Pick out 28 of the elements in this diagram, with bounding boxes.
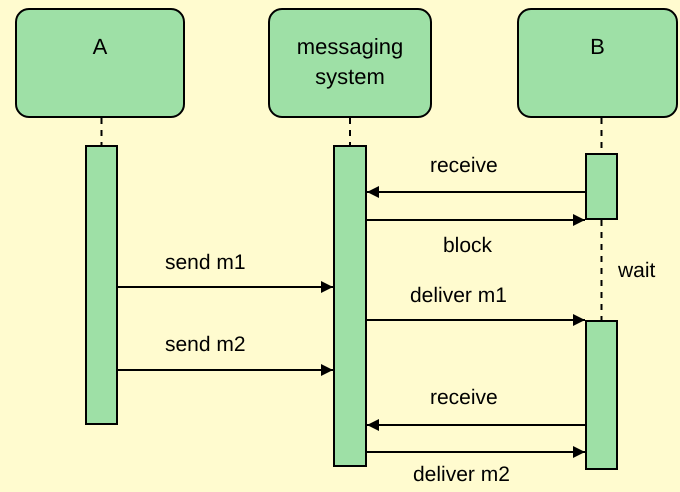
activation-bar [585, 320, 618, 470]
message-arrow [367, 314, 585, 326]
edge-label: receive [430, 385, 498, 411]
edge-label: deliver m2 [413, 462, 510, 488]
lifeline-head [268, 8, 432, 118]
edge-label: deliver m1 [410, 283, 507, 309]
participant-name: messaging system [296, 33, 404, 91]
edge-label: block [443, 233, 492, 259]
message-arrow [118, 281, 333, 293]
message-arrow [367, 419, 585, 431]
edge-label: send m1 [165, 250, 246, 276]
message-arrow [367, 214, 585, 226]
activation-bar [333, 145, 367, 467]
activation-bar [85, 145, 118, 425]
activation-bar [585, 153, 618, 220]
participant-name: A [92, 33, 108, 61]
lifeline [600, 220, 602, 320]
message-arrow [367, 446, 585, 458]
message-arrow [367, 186, 585, 198]
lifeline-head [15, 8, 185, 118]
participant-name: B [589, 33, 606, 61]
message-arrow [118, 364, 333, 376]
lifeline-head [517, 8, 678, 118]
edge-label: send m2 [165, 332, 246, 358]
lifeline [100, 118, 102, 145]
edge-label: wait [618, 258, 656, 284]
edge-label: receive [430, 153, 498, 179]
lifeline [349, 118, 351, 145]
